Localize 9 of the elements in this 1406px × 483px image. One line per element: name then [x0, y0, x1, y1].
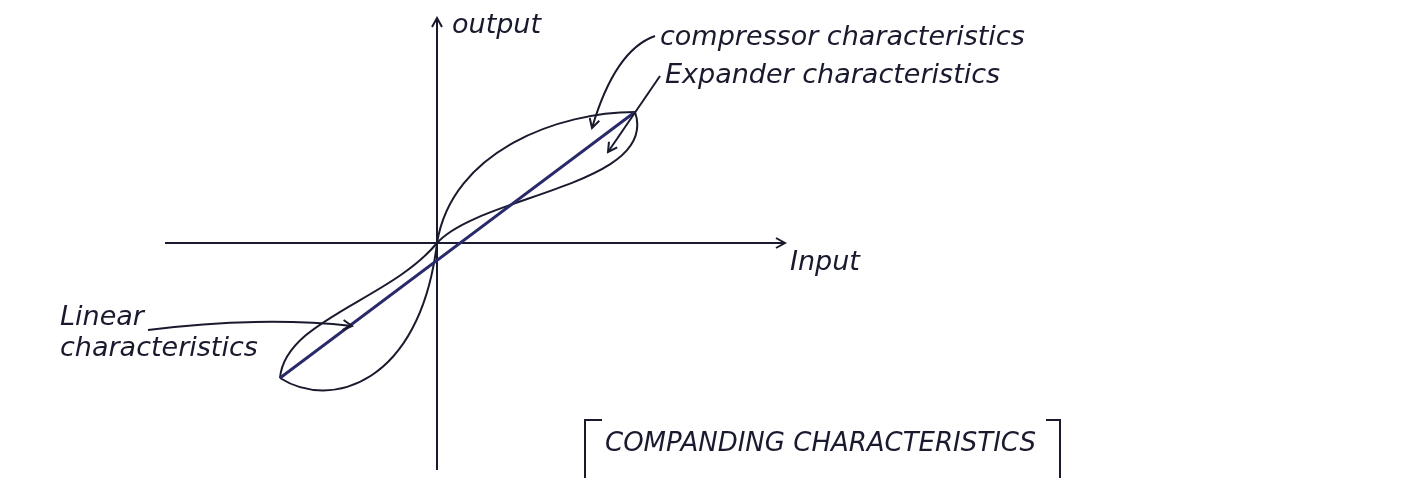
annotation-text: Expander characteristics [665, 58, 1185, 90]
caption: COMPANDING CHARACTERISTICS [605, 428, 1036, 458]
leader-line [147, 319, 353, 332]
annotation-text: compressor characteristics [660, 20, 1180, 52]
axis-label: Input [790, 245, 860, 277]
leader-line [588, 35, 656, 129]
leader-line [607, 75, 661, 153]
annotation-text: Linear characteristics [60, 300, 260, 363]
axis-label: output [452, 8, 542, 40]
